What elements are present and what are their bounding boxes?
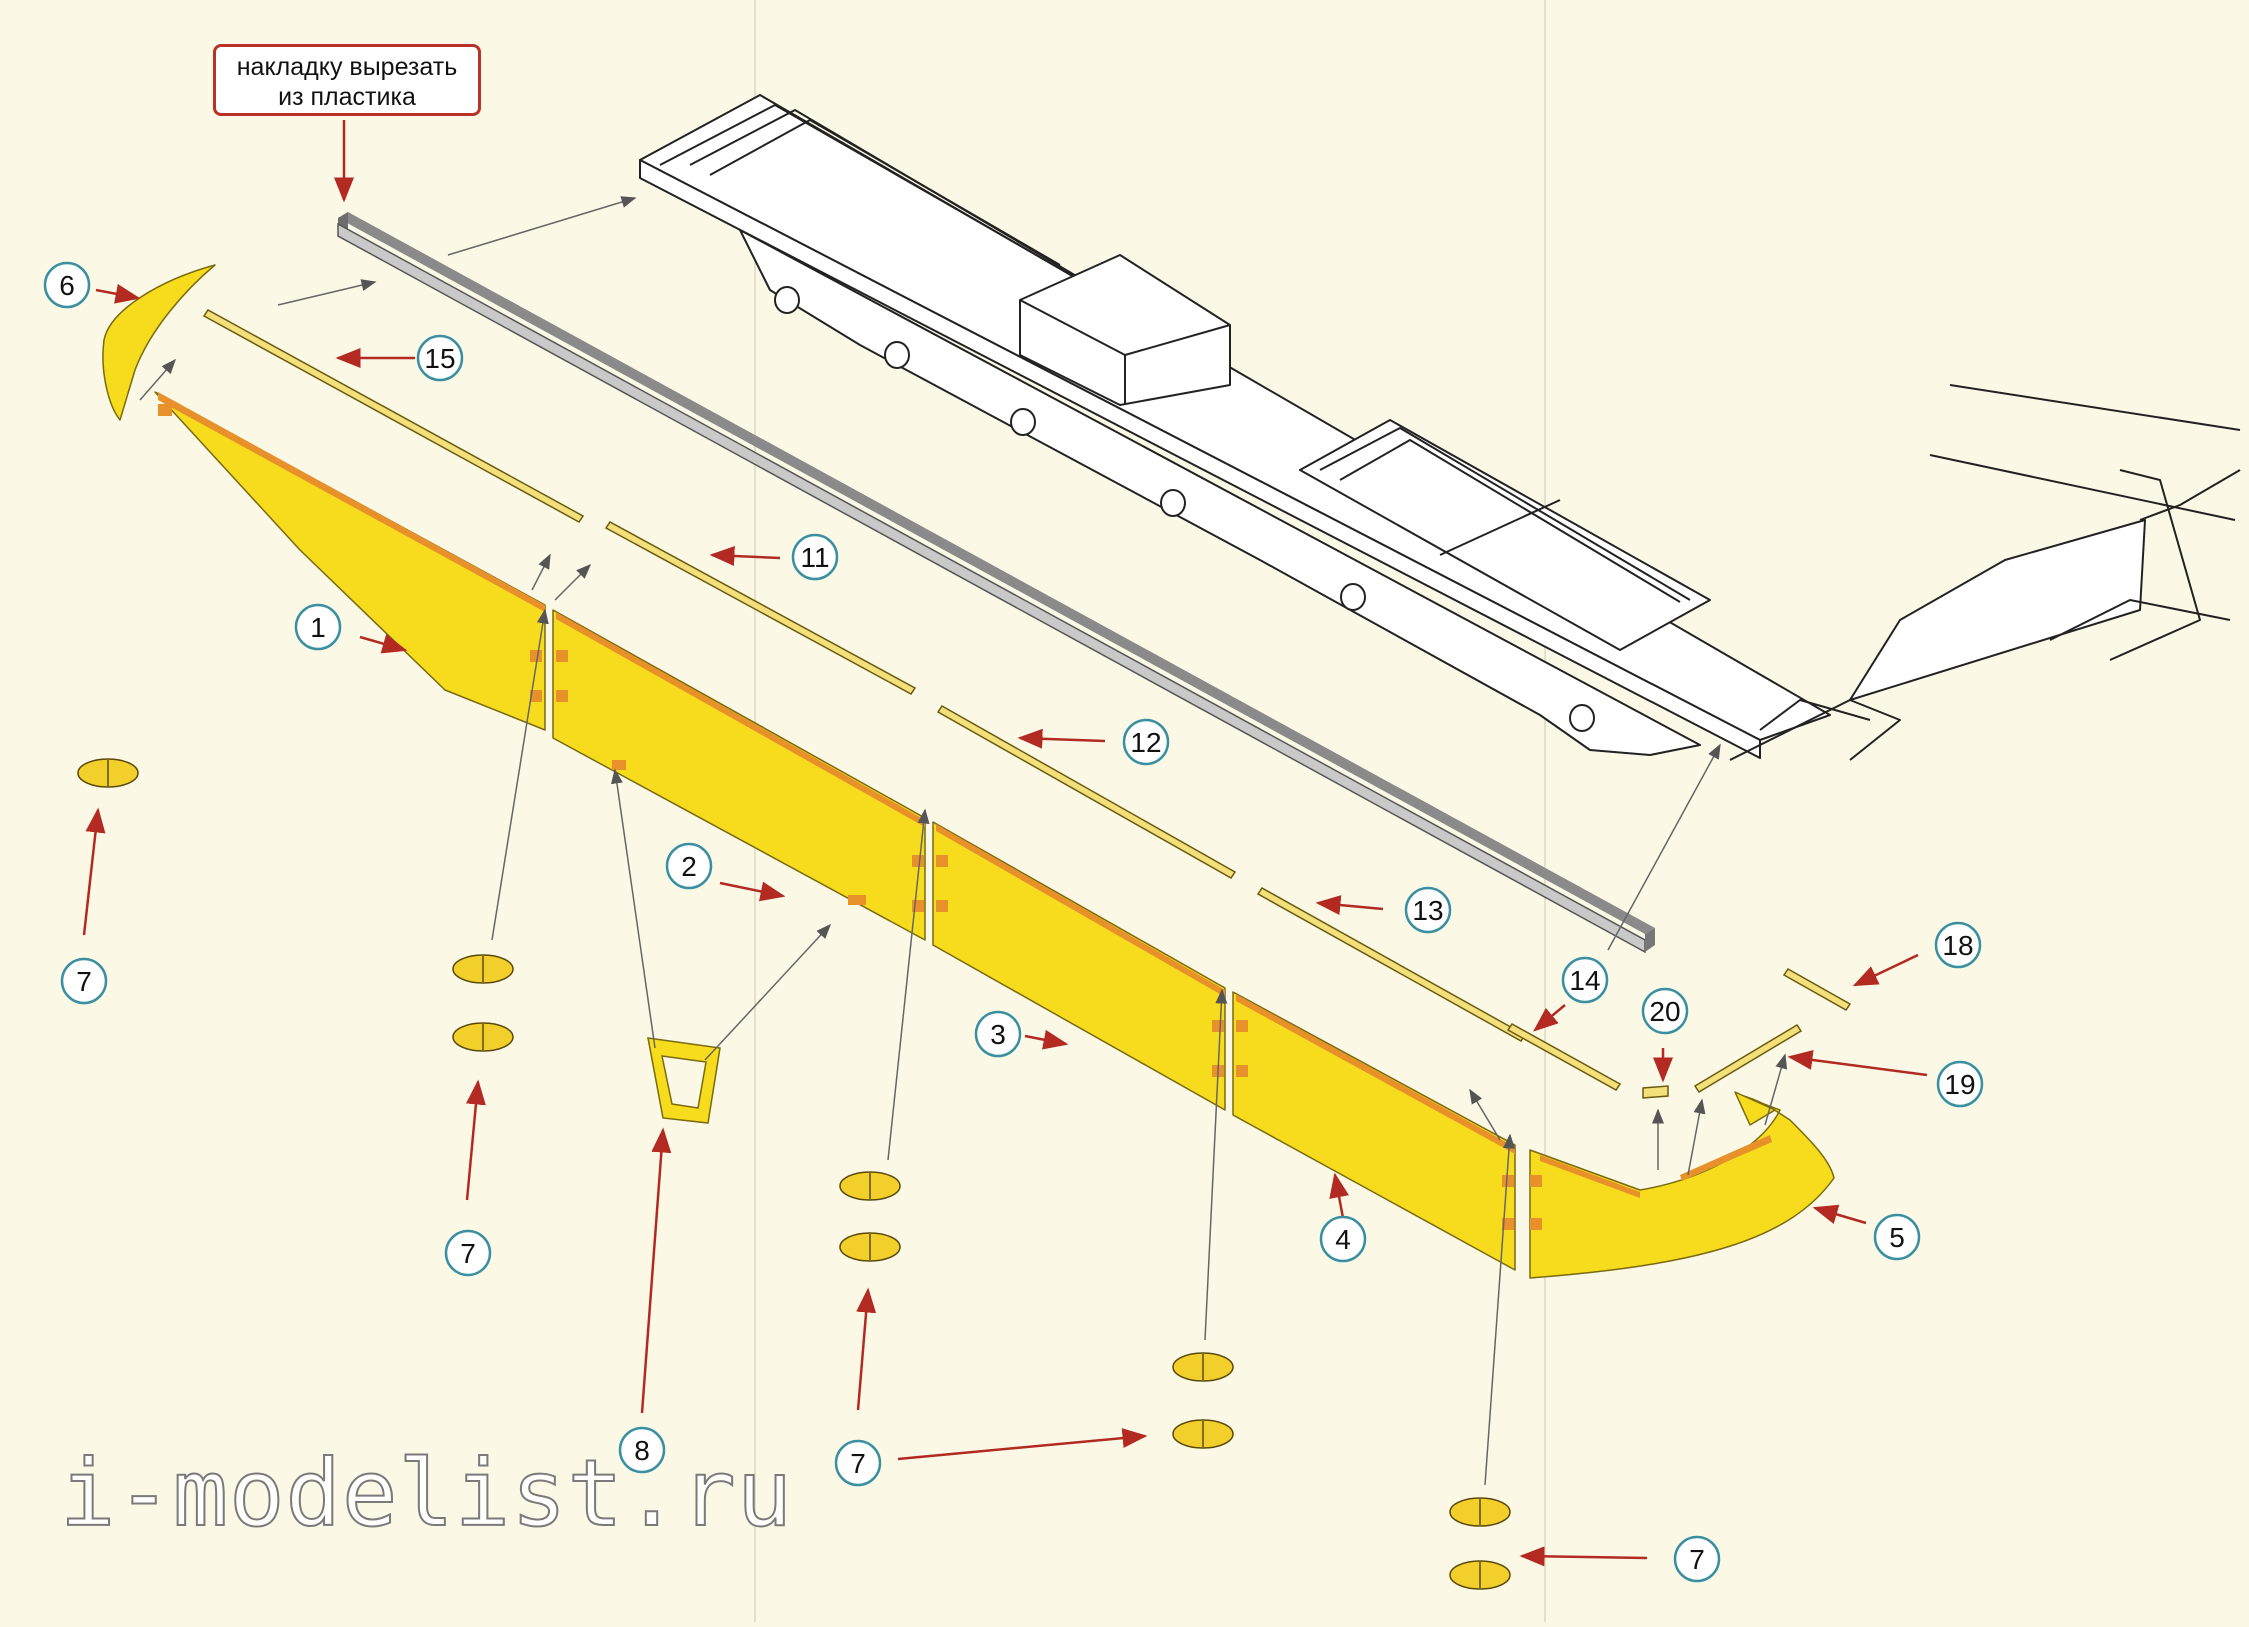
label-14: 14 (1569, 965, 1600, 996)
hinge-8 (1449, 1497, 1511, 1527)
plastic-strip (337, 212, 1655, 954)
hinge-3 (452, 1022, 514, 1052)
callout-labels: 6 15 11 1 12 2 13 3 14 20 18 19 4 5 7 7 … (59, 270, 1975, 1575)
fender-panels (102, 264, 1835, 1279)
guide-lines (139, 196, 1788, 1486)
part-12-strip (936, 705, 1237, 879)
part-14-strip (1506, 1023, 1622, 1091)
part-18-strip (1782, 968, 1852, 1011)
part-5-panel (1529, 1094, 1835, 1279)
hull-ports (774, 286, 1595, 732)
hinge-2 (452, 954, 514, 984)
vehicle-hull (639, 94, 2241, 761)
hinge-parts (77, 758, 1511, 1590)
part-8-frame (647, 1037, 721, 1124)
label-3: 3 (990, 1019, 1006, 1050)
label-4: 4 (1335, 1224, 1351, 1255)
label-5: 5 (1889, 1222, 1905, 1253)
hinge-1 (77, 758, 139, 788)
label-20: 20 (1649, 996, 1680, 1027)
pe-strips (202, 309, 1852, 1099)
part-3-panel (932, 821, 1226, 1111)
label-1: 1 (310, 612, 326, 643)
label-2: 2 (681, 851, 697, 882)
part-1-panel (154, 391, 546, 731)
watermark-logo: i-modelist.ru (59, 1439, 794, 1548)
callout-circles (43, 261, 1984, 1583)
label-13: 13 (1412, 895, 1443, 926)
panel-tabs (158, 392, 1772, 1230)
label-18: 18 (1942, 930, 1973, 961)
hinge-7 (1172, 1419, 1234, 1449)
label-6: 6 (59, 270, 75, 301)
label-7a: 7 (76, 966, 92, 997)
plastic-note-box: накладку вырезать из пластика (213, 44, 481, 116)
label-12: 12 (1130, 727, 1161, 758)
hinge-4 (839, 1171, 901, 1201)
callout-arrows (82, 120, 1928, 1567)
label-11: 11 (800, 542, 829, 573)
part-2-panel (552, 609, 926, 941)
part-13-strip (1256, 887, 1527, 1042)
label-8: 8 (634, 1435, 650, 1466)
hinge-9 (1449, 1560, 1511, 1590)
note-line-1: накладку вырезать (236, 53, 458, 81)
part-11-strip (604, 521, 917, 695)
label-19: 19 (1944, 1069, 1975, 1100)
part-19-strip (1693, 1023, 1803, 1094)
hinge-5 (839, 1232, 901, 1262)
label-7b: 7 (460, 1238, 476, 1269)
part-4-panel (1232, 991, 1516, 1271)
label-7d: 7 (1689, 1544, 1705, 1575)
part-20-strip (1642, 1085, 1669, 1099)
label-15: 15 (424, 343, 455, 374)
hinge-6 (1172, 1352, 1234, 1382)
note-line-2: из пластика (278, 83, 416, 111)
part-15-strip (202, 309, 585, 523)
label-7c: 7 (850, 1448, 866, 1479)
